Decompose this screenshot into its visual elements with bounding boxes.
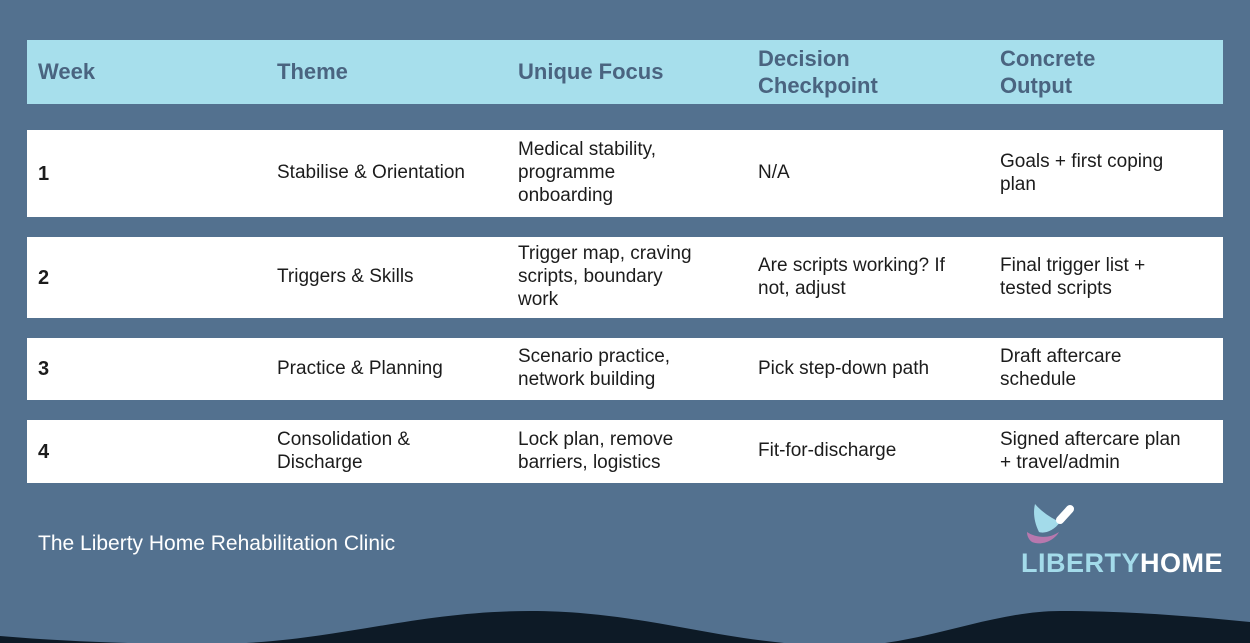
week-number: 3 xyxy=(38,358,50,380)
logo-word-liberty: LIBERTY xyxy=(1021,548,1141,578)
concrete-output-cell: Goals + first coping plan xyxy=(1000,150,1164,195)
libertyhome-logo: LIBERTYHOME xyxy=(1021,503,1224,579)
theme-cell: Consolidation & Discharge xyxy=(277,428,411,473)
column-header-unique-focus: Unique Focus xyxy=(518,59,664,85)
unique-focus-cell: Scenario practice, network building xyxy=(518,346,671,390)
decision-checkpoint-cell: Are scripts working? If not, adjust xyxy=(758,254,945,299)
column-header-decision-checkpoint: Decision Checkpoint xyxy=(758,45,878,99)
column-header-theme: Theme xyxy=(277,59,348,85)
table-row: 3 Practice & Planning Scenario practice,… xyxy=(27,338,1223,400)
decision-checkpoint-cell: Fit-for-discharge xyxy=(758,440,897,462)
table-row: 2 Triggers & Skills Trigger map, craving… xyxy=(27,237,1223,318)
week-number: 2 xyxy=(38,266,50,289)
column-header-week: Week xyxy=(38,59,96,85)
logo-word-home: HOME xyxy=(1140,548,1224,578)
week-number: 1 xyxy=(38,162,50,185)
unique-focus-cell: Medical stability, programme onboarding xyxy=(518,139,656,206)
logo-wordmark: LIBERTYHOME xyxy=(1021,548,1224,579)
decision-checkpoint-cell: N/A xyxy=(758,162,790,184)
theme-cell: Practice & Planning xyxy=(277,357,443,379)
table-row: 4 Consolidation & Discharge Lock plan, r… xyxy=(27,420,1223,483)
theme-cell: Triggers & Skills xyxy=(277,266,414,288)
unique-focus-cell: Lock plan, remove barriers, logistics xyxy=(518,428,674,473)
clinic-name-text: The Liberty Home Rehabilitation Clinic xyxy=(38,532,396,555)
theme-cell: Stabilise & Orientation xyxy=(277,162,465,184)
concrete-output-cell: Signed aftercare plan + travel/admin xyxy=(1000,428,1181,473)
decision-checkpoint-cell: Pick step-down path xyxy=(758,357,930,379)
week-number: 4 xyxy=(38,440,50,463)
bird-icon xyxy=(1027,504,1074,544)
wave-decoration xyxy=(0,611,1250,643)
table-row: 1 Stabilise & Orientation Medical stabil… xyxy=(27,130,1223,217)
weekly-schedule-table: Week Theme Unique Focus Decision Checkpo… xyxy=(27,40,1223,483)
concrete-output-cell: Final trigger list + tested scripts xyxy=(1000,254,1146,299)
unique-focus-cell: Trigger map, craving scripts, boundary w… xyxy=(518,243,692,310)
table-header-row: Week Theme Unique Focus Decision Checkpo… xyxy=(27,40,1223,104)
concrete-output-cell: Draft aftercare schedule xyxy=(1000,346,1122,390)
column-header-concrete-output: Concrete Output xyxy=(1000,45,1096,99)
